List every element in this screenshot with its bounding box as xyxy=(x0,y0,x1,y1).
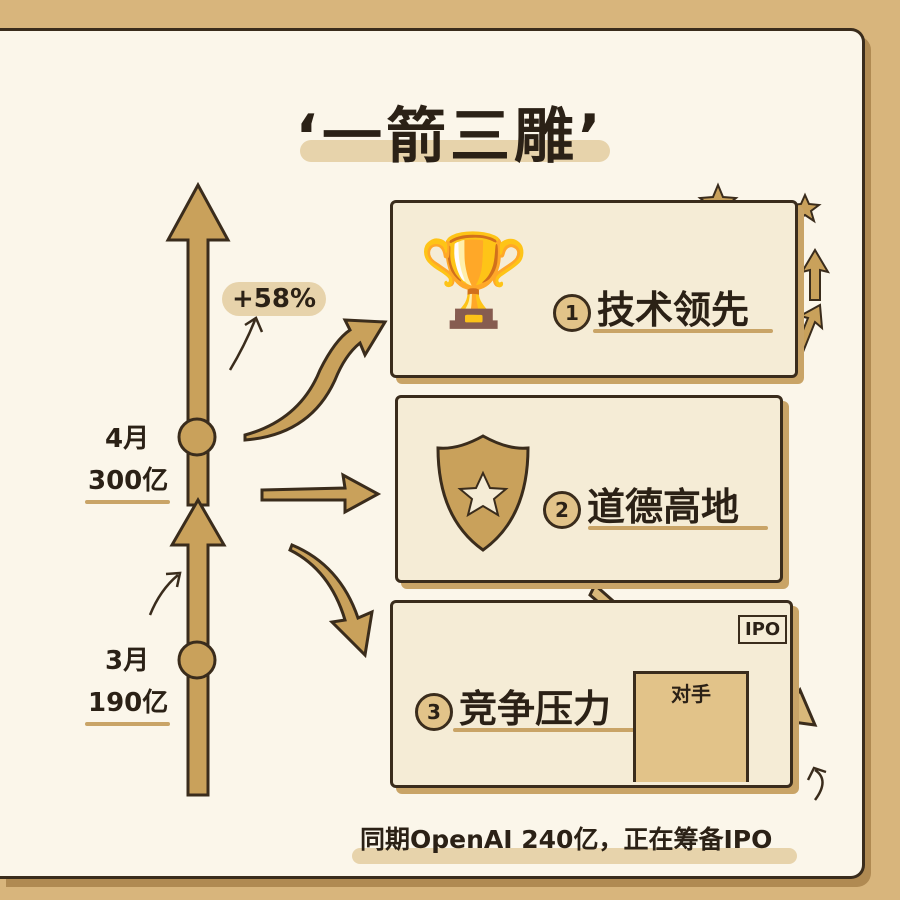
point-3-underline xyxy=(453,728,653,732)
small-arrow-march xyxy=(148,571,182,616)
april-month-label: 4月 xyxy=(105,424,150,454)
april-value-label: 300亿 xyxy=(88,466,169,496)
march-marker xyxy=(177,640,217,680)
trophy-icon: 🏆 xyxy=(418,228,531,333)
small-arrow-plus58 xyxy=(228,316,264,371)
arrow-to-point-3 xyxy=(288,543,374,659)
page-title: ‘一箭三雕’ xyxy=(295,102,605,172)
footnote-highlight xyxy=(352,848,797,864)
point-1-underline xyxy=(593,329,773,333)
growth-arrow-upper xyxy=(165,181,231,507)
up-arrow-icon xyxy=(793,303,824,354)
march-month-label: 3月 xyxy=(105,646,150,676)
competitor-sign: 对手 xyxy=(671,682,711,706)
march-underline xyxy=(85,722,170,726)
march-value-label: 190亿 xyxy=(88,688,169,718)
april-underline xyxy=(85,500,170,504)
ipo-flag: IPO xyxy=(738,615,788,644)
small-arrow-footnote xyxy=(806,766,827,801)
growth-badge: +58% xyxy=(222,282,327,316)
point-2-underline xyxy=(588,526,768,530)
arrow-to-point-2 xyxy=(260,472,382,515)
building-icon: 对手 xyxy=(633,671,749,782)
footnote: 同期OpenAI 240亿，正在筹备IPO xyxy=(360,825,773,854)
title-highlight xyxy=(300,140,610,162)
shield-icon xyxy=(436,434,530,552)
up-arrow-icon xyxy=(799,248,831,301)
april-marker xyxy=(177,417,217,457)
arrow-to-point-1 xyxy=(243,318,388,442)
